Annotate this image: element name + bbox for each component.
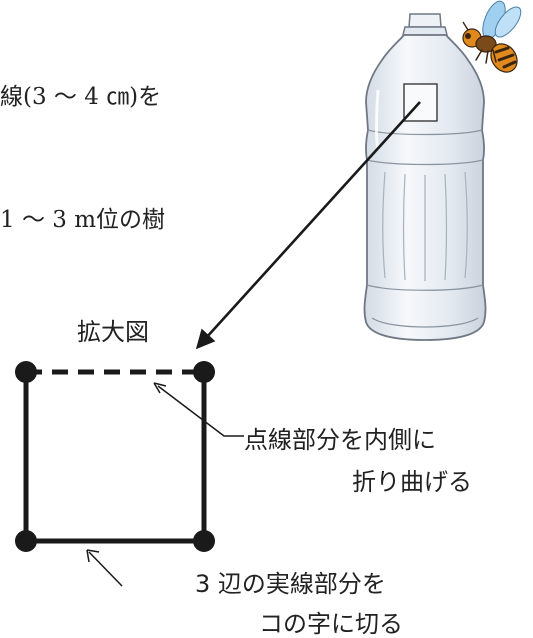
- fold-callout-arrow: [153, 382, 244, 437]
- hornet-thorax: [475, 35, 497, 53]
- instruction-text-line-2: 1 ～ 3 m位の樹: [0, 207, 166, 233]
- bottle-cap: [408, 13, 442, 28]
- hornet-eye: [465, 33, 471, 39]
- fold-note-line-2: 折り曲げる: [352, 468, 472, 496]
- cut-note-line-1: 3 辺の実線部分を: [195, 570, 386, 598]
- cut-note-line-2: コの字に切る: [259, 610, 403, 638]
- enlarged-cut-diagram: [15, 361, 215, 552]
- hornet-stripes: [494, 46, 517, 69]
- corner-dot-top-right: [193, 361, 215, 383]
- hornet-wing-right: [494, 6, 522, 38]
- fold-note-line-1: 点線部分を内側に: [244, 426, 436, 454]
- bottle-highlight: [375, 89, 380, 151]
- hornet-illustration: [462, 0, 522, 73]
- corner-dot-bottom-right: [193, 530, 215, 552]
- cut-callout-arrow: [86, 549, 123, 587]
- bottle-waist-ring-upper: [366, 159, 484, 166]
- pet-bottle-illustration: [363, 13, 487, 341]
- corner-dot-top-left: [15, 361, 37, 383]
- hornet-antenna: [462, 21, 469, 31]
- enlarge-arrow: [195, 101, 421, 350]
- hornet-legs: [475, 49, 497, 64]
- bottle-waist-ring-lower: [366, 284, 484, 291]
- bottle-neck-ring: [402, 26, 448, 36]
- enlarged-view-label: 拡大図: [77, 318, 149, 346]
- corner-dot-bottom-left: [15, 530, 37, 552]
- bottle-panel-grooves: [382, 171, 468, 281]
- bottle-base: [371, 317, 479, 328]
- instruction-text-line-1: 線(3 ～ 4 ㎝)を: [0, 84, 162, 110]
